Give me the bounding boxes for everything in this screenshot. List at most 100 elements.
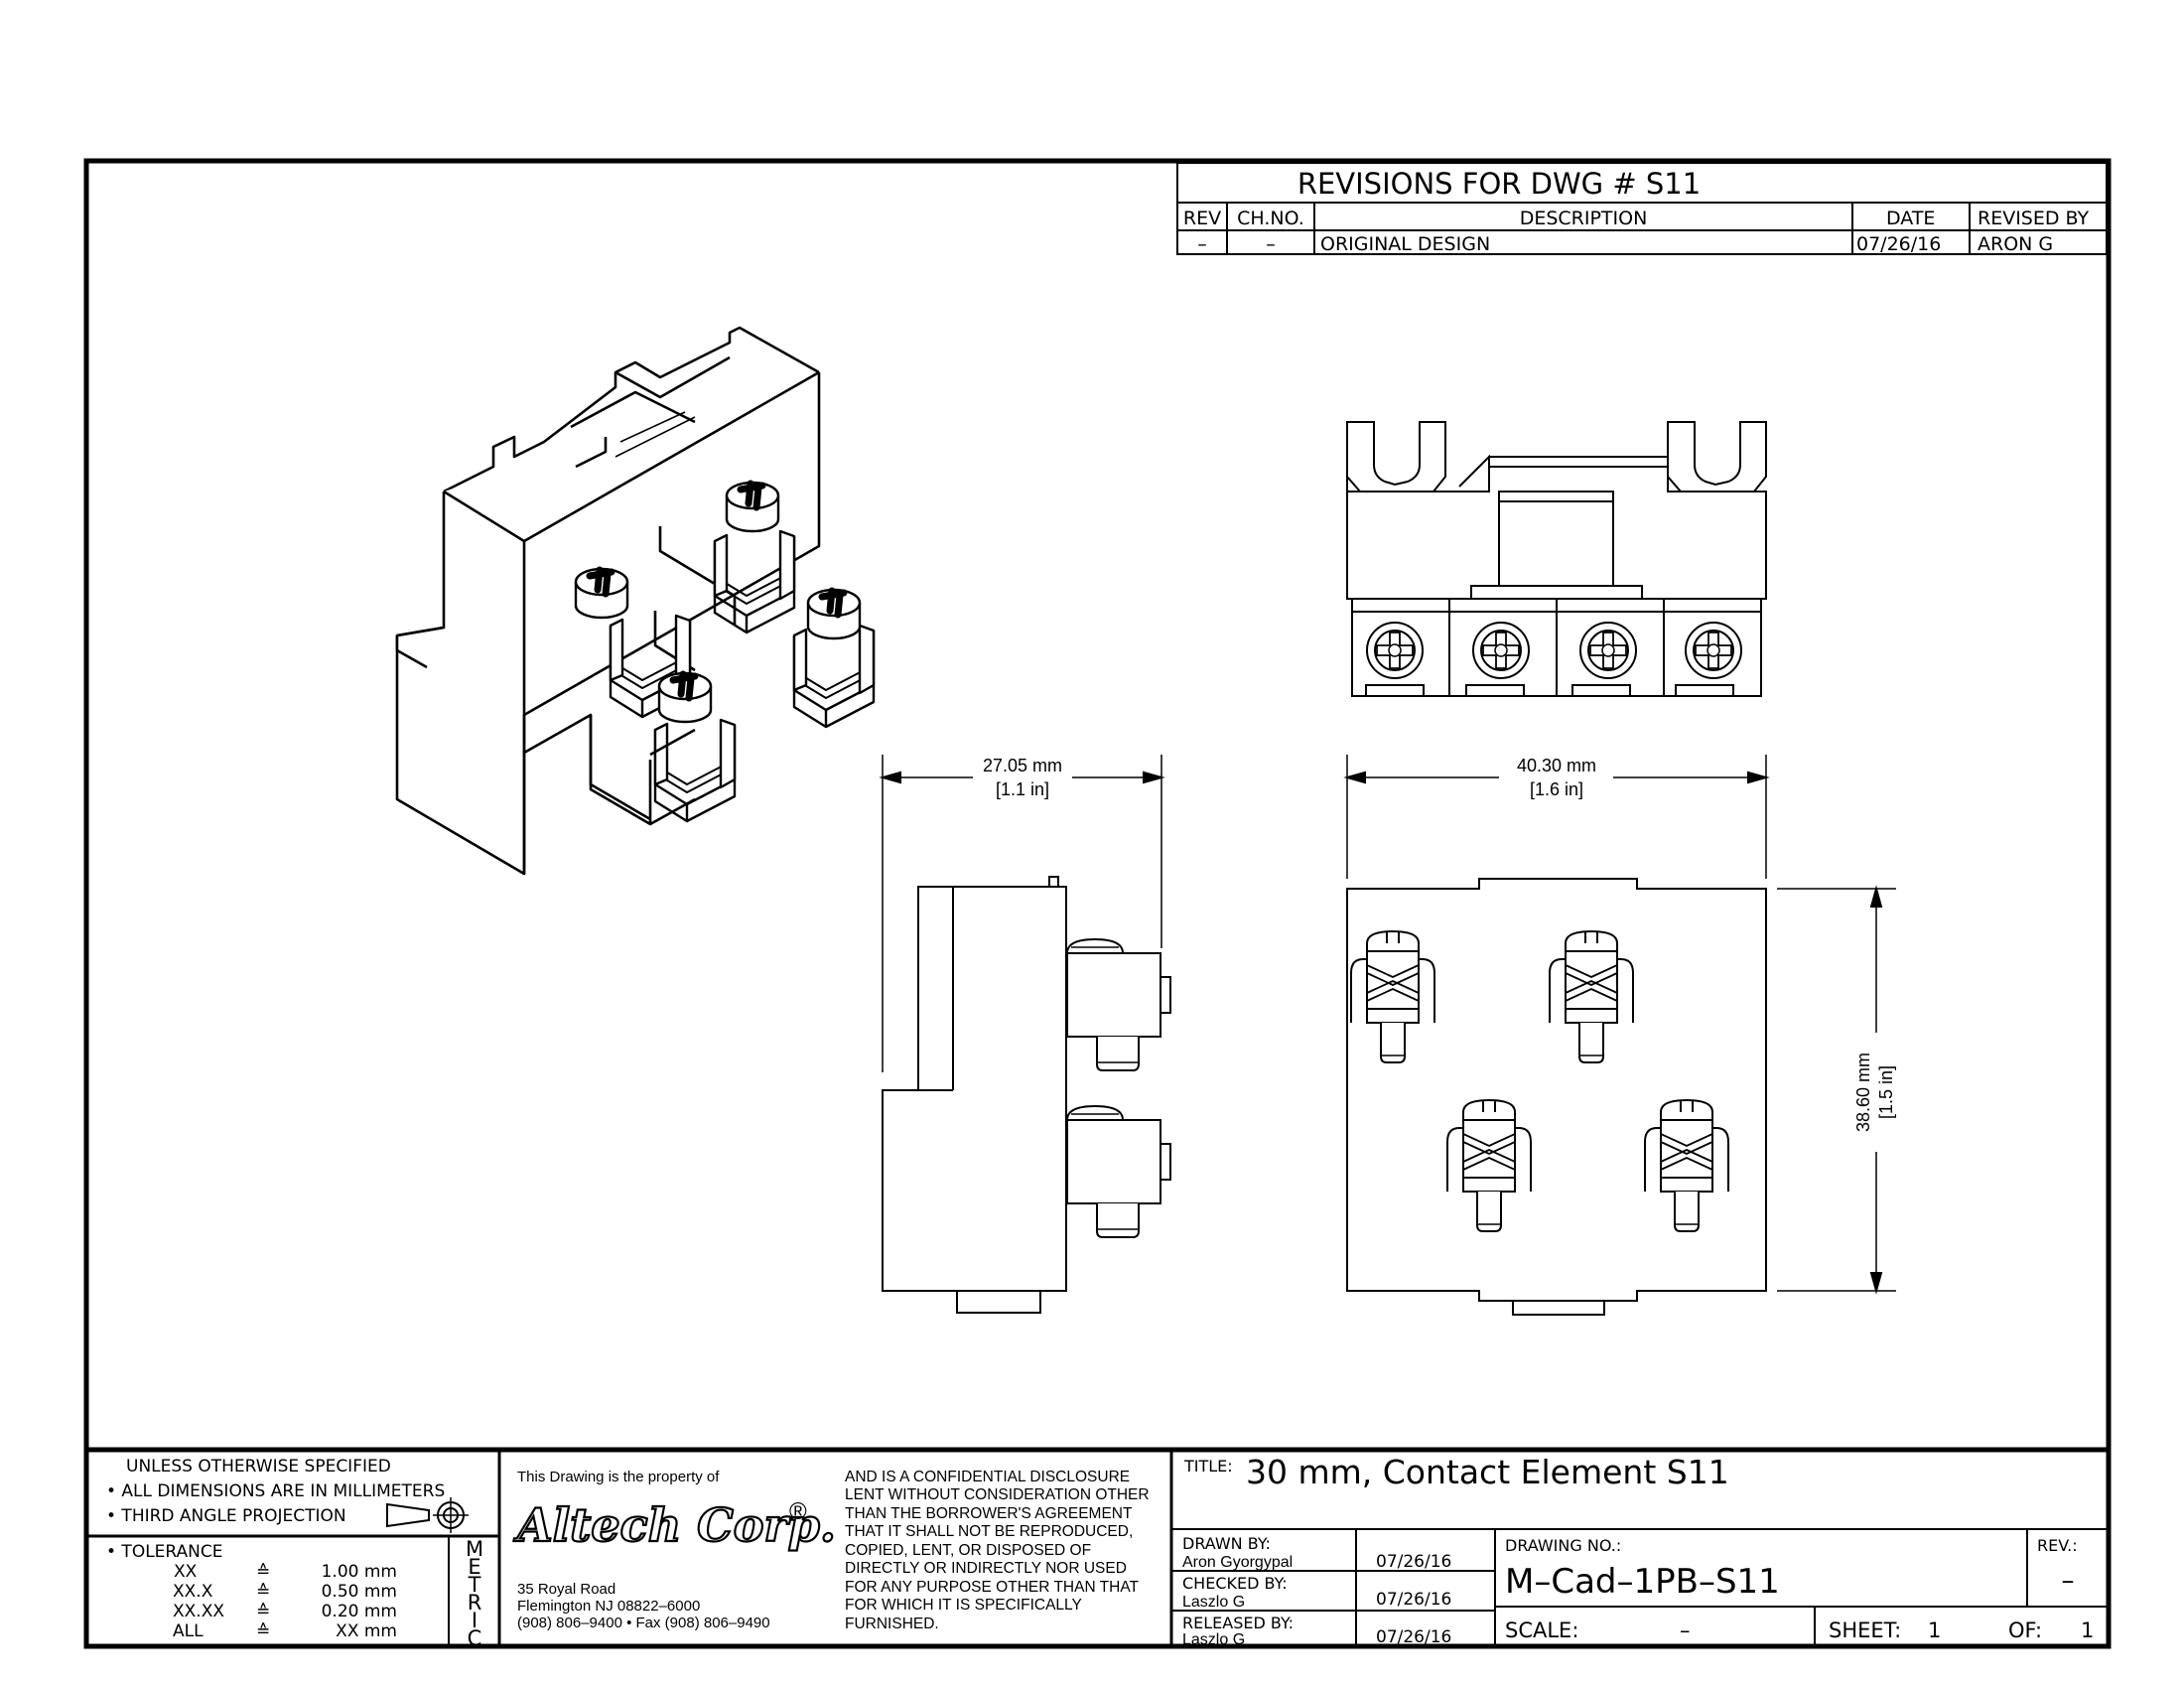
tol-val-2: 0.50 mm — [322, 1582, 397, 1602]
released-by-value: Laszlo G — [1182, 1631, 1245, 1648]
svg-text:FOR WHICH IT IS SPECIFICALLY: FOR WHICH IT IS SPECIFICALLY — [845, 1597, 1082, 1614]
svg-text:FURNISHED.: FURNISHED. — [845, 1616, 939, 1632]
drawing-title: 30 mm, Contact Element S11 — [1246, 1453, 1729, 1491]
top-width-dimension: 40.30 mm — [1517, 756, 1596, 775]
registered-mark: ® — [789, 1498, 807, 1525]
svg-text:Altech Corp.: Altech Corp. — [513, 1498, 836, 1552]
checked-date: 07/26/16 — [1376, 1590, 1451, 1610]
isometric-view — [395, 326, 876, 876]
dimensions-note: • ALL DIMENSIONS ARE IN MILLIMETERS — [106, 1481, 445, 1501]
drawing-number: M–Cad–1PB–S11 — [1505, 1562, 1780, 1602]
drawn-by-label: DRAWN BY: — [1182, 1534, 1271, 1553]
front-height-dimension-inches: [1.5 in] — [1876, 1065, 1896, 1119]
address-line-2: Flemington NJ 08822–6000 — [517, 1598, 700, 1615]
revised-by-header: REVISED BY — [1978, 208, 2090, 229]
drawing-no-label: DRAWING NO.: — [1505, 1536, 1621, 1555]
projection-note: • THIRD ANGLE PROJECTION — [106, 1506, 346, 1526]
top-screw-1 — [1366, 622, 1424, 679]
svg-text:DIRECTLY OR INDIRECTLY NOR USE: DIRECTLY OR INDIRECTLY NOR USED — [845, 1560, 1127, 1577]
rev-value-titleblock: – — [2062, 1566, 2075, 1596]
property-note: This Drawing is the property of — [517, 1469, 720, 1485]
released-by-label: RELEASED BY: — [1182, 1614, 1294, 1632]
chno-header: CH.NO. — [1237, 208, 1304, 229]
front-terminal-2 — [1549, 930, 1634, 1063]
top-view — [1346, 421, 1767, 697]
of-label: OF: — [2008, 1618, 2042, 1642]
sheet-value: 1 — [1928, 1618, 1941, 1642]
side-width-dimension-inches: [1.1 in] — [996, 779, 1049, 799]
drawn-date: 07/26/16 — [1376, 1552, 1451, 1572]
front-terminal-4 — [1644, 1099, 1729, 1232]
revisions-title: REVISIONS FOR DWG # S11 — [1297, 167, 1701, 201]
rev-label: REV.: — [2037, 1536, 2078, 1555]
date-header: DATE — [1886, 208, 1935, 229]
metric-label: M E T R I C — [466, 1537, 483, 1650]
of-value: 1 — [2081, 1618, 2094, 1642]
side-terminal-upper — [1066, 938, 1171, 1071]
svg-text:COPIED, LENT, OR DISPOSED OF: COPIED, LENT, OR DISPOSED OF — [845, 1542, 1091, 1559]
tol-sym-1: ≙ — [256, 1562, 270, 1582]
tol-val-1: 1.00 mm — [322, 1562, 397, 1582]
tol-key-3: XX.XX — [173, 1602, 224, 1621]
top-screw-4 — [1685, 622, 1742, 679]
description-value: ORIGINAL DESIGN — [1320, 233, 1490, 255]
title-block — [86, 1447, 2109, 1646]
scale-value: – — [1680, 1618, 1691, 1642]
checked-by-label: CHECKED BY: — [1182, 1574, 1288, 1593]
tol-sym-3: ≙ — [256, 1602, 270, 1621]
sheet-border — [83, 158, 2112, 1649]
front-terminal-3 — [1446, 1099, 1532, 1232]
tol-sym-2: ≙ — [256, 1582, 270, 1602]
revisions-table: REVISIONS FOR DWG # S11 REV CH.NO. DESCR… — [1176, 162, 2108, 255]
side-view — [879, 755, 1171, 1314]
confidential-disclosure: AND IS A CONFIDENTIAL DISCLOSURE LENT WI… — [845, 1469, 1150, 1632]
unless-specified-note: UNLESS OTHERWISE SPECIFIED — [126, 1457, 391, 1477]
rev-header: REV — [1183, 208, 1221, 229]
side-width-dimension: 27.05 mm — [983, 756, 1062, 775]
tolerance-note: • TOLERANCE — [106, 1542, 223, 1562]
address-line-1: 35 Royal Road — [517, 1581, 615, 1598]
front-height-dimension: 38.60 mm — [1853, 1053, 1873, 1132]
rev-value: – — [1197, 233, 1207, 255]
svg-text:T: T — [468, 1573, 481, 1597]
released-date: 07/26/16 — [1376, 1627, 1451, 1647]
svg-text:E: E — [468, 1555, 480, 1579]
drawn-by-value: Aron Gyorgypal — [1182, 1554, 1293, 1571]
chno-value: – — [1266, 233, 1276, 255]
sheet-label: SHEET: — [1829, 1618, 1901, 1642]
front-terminal-1 — [1350, 930, 1435, 1063]
tol-val-4: XX mm — [336, 1621, 397, 1641]
checked-by-value: Laszlo G — [1182, 1594, 1245, 1611]
svg-text:THAT IT SHALL NOT BE REPRODUCE: THAT IT SHALL NOT BE REPRODUCED, — [845, 1523, 1133, 1540]
phone-fax: (908) 806–9400 • Fax (908) 806–9490 — [517, 1615, 770, 1631]
tol-sym-4: ≙ — [256, 1621, 270, 1641]
svg-text:R: R — [468, 1591, 482, 1615]
tol-key-2: XX.X — [173, 1582, 213, 1602]
front-view — [1343, 755, 1896, 1316]
iso-terminal-3 — [792, 590, 876, 729]
svg-text:LENT WITHOUT CONSIDERATION OTH: LENT WITHOUT CONSIDERATION OTHER — [845, 1486, 1150, 1503]
title-label: TITLE: — [1183, 1457, 1233, 1476]
altech-logo: Altech Corp. ® — [512, 1497, 837, 1553]
tol-key-1: XX — [174, 1562, 198, 1582]
top-width-dimension-inches: [1.6 in] — [1530, 779, 1583, 799]
top-screw-3 — [1579, 622, 1637, 679]
svg-text:C: C — [468, 1626, 482, 1650]
tolerance-table: XX ≙ 1.00 mm XX.X ≙ 0.50 mm XX.XX ≙ 0.20… — [173, 1562, 397, 1641]
description-header: DESCRIPTION — [1520, 208, 1648, 229]
svg-text:FOR ANY PURPOSE OTHER THAN THA: FOR ANY PURPOSE OTHER THAN THAT — [845, 1579, 1140, 1596]
top-screw-2 — [1472, 622, 1530, 679]
svg-text:THAN THE BORROWER'S AGREEMENT: THAN THE BORROWER'S AGREEMENT — [845, 1505, 1133, 1522]
projection-cone-icon — [386, 1502, 430, 1528]
svg-text:M: M — [466, 1537, 483, 1561]
iso-terminal-4 — [653, 673, 737, 823]
scale-label: SCALE: — [1505, 1618, 1578, 1642]
svg-text:AND IS A CONFIDENTIAL DISCLOSU: AND IS A CONFIDENTIAL DISCLOSURE — [845, 1469, 1130, 1485]
tol-key-4: ALL — [173, 1621, 204, 1641]
date-value: 07/26/16 — [1856, 233, 1941, 255]
revised-by-value: ARON G — [1978, 233, 2053, 255]
tol-val-3: 0.20 mm — [322, 1602, 397, 1621]
svg-text:I: I — [472, 1609, 478, 1632]
side-terminal-lower — [1066, 1105, 1171, 1238]
